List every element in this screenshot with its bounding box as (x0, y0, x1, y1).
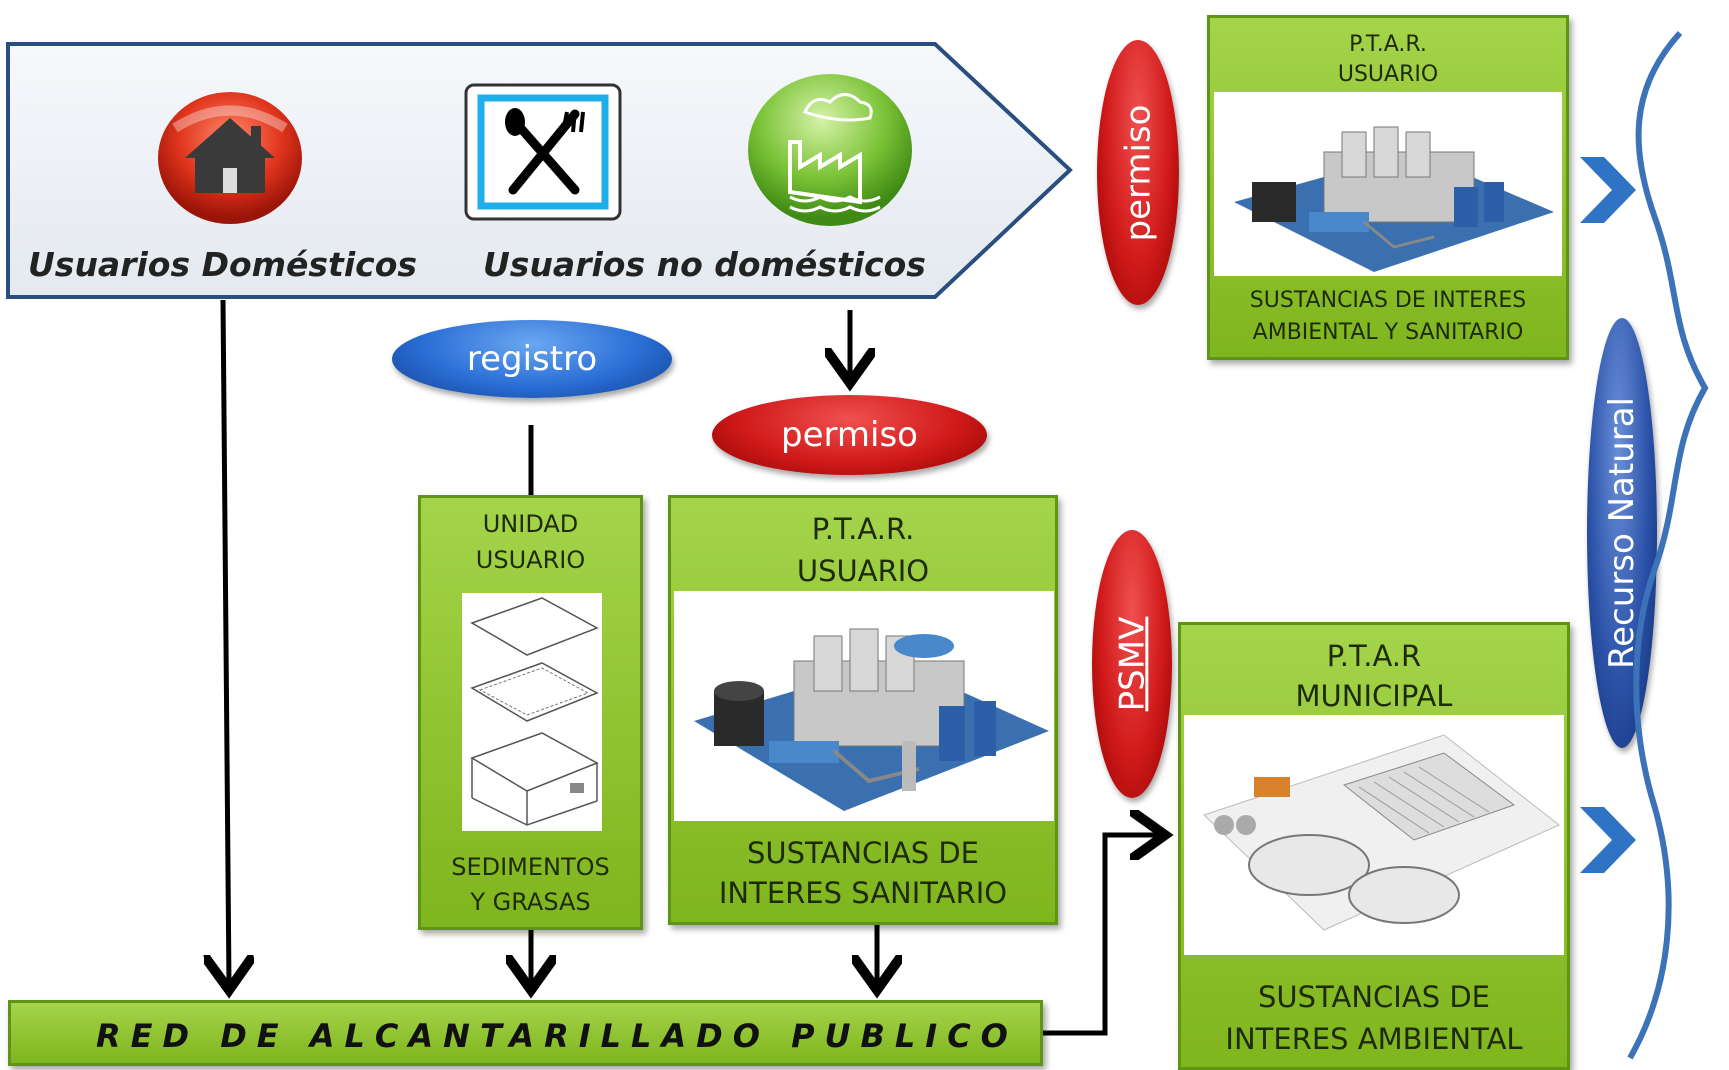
ptar-municipal-footer-1: SUSTANCIAS DE (1258, 980, 1490, 1014)
ptar-top-subtitle: USUARIO (1337, 62, 1439, 87)
curly-brace (1627, 30, 1709, 1060)
ptar-usuario-mid-box: P.T.A.R. USUARIO SUSTANCIAS DE INTERES S… (668, 495, 1058, 925)
ptar-top-footer-2: AMBIENTAL Y SANITARIO (1252, 320, 1524, 345)
ptar-mid-title: P.T.A.R. (811, 512, 915, 546)
registro-label: registro (466, 339, 598, 379)
ptar-mid-subtitle: USUARIO (796, 554, 930, 588)
factory-icon (745, 72, 915, 227)
psmv-label: PSMV (1112, 616, 1152, 712)
ptar-municipal-title: P.T.A.R (1326, 639, 1422, 673)
ptar-mid-footer-2: INTERES SANITARIO (718, 876, 1008, 910)
psmv-pill: PSMV (1092, 530, 1172, 798)
ptar-municipal-subtitle: MUNICIPAL (1295, 679, 1453, 713)
ptar-top-title: P.T.A.R. (1349, 32, 1427, 57)
house-icon (155, 88, 305, 228)
non-domestic-users-label: Usuarios no domésticos (483, 245, 926, 284)
registro-pill: registro (392, 320, 672, 398)
unidad-title-1: UNIDAD (482, 510, 579, 538)
restaurant-icon (463, 82, 623, 222)
grease-trap-image (462, 593, 602, 831)
unidad-footer-2: Y GRASAS (470, 888, 591, 916)
chevron-right-icon-bottom (1580, 807, 1636, 873)
permiso-mid-label: permiso (781, 415, 918, 455)
unidad-usuario-box: UNIDAD USUARIO SEDIMENTOS Y GRASAS (418, 495, 643, 930)
permiso-mid-pill: permiso (712, 395, 987, 475)
ptar-municipal-footer-2: INTERES AMBIENTAL (1225, 1022, 1523, 1056)
domestic-users-label: Usuarios Domésticos (28, 245, 418, 284)
permiso-top-pill: permiso (1097, 40, 1179, 305)
ptar-mid-plant-image (674, 591, 1054, 821)
red-alcantarillado-label: RED DE ALCANTARILLADO PUBLICO (96, 1017, 1018, 1055)
unidad-footer-1: SEDIMENTOS (451, 853, 610, 881)
municipal-plant-image (1184, 715, 1564, 955)
ptar-municipal-box: P.T.A.R MUNICIPAL SUSTANCIAS DE INTERES … (1178, 622, 1570, 1070)
recurso-natural-pill: Recurso Natural (1587, 318, 1657, 748)
ptar-usuario-top-box: P.T.A.R. USUARIO SUSTANCIAS DE INTERES A… (1207, 15, 1569, 360)
red-alcantarillado-bar: RED DE ALCANTARILLADO PUBLICO (8, 1000, 1043, 1066)
ptar-top-plant-image (1214, 92, 1562, 276)
permiso-top-label: permiso (1118, 104, 1158, 241)
ptar-top-footer-1: SUSTANCIAS DE INTERES (1249, 288, 1527, 313)
chevron-right-icon-top (1580, 157, 1636, 223)
unidad-title-2: USUARIO (475, 546, 586, 574)
ptar-mid-footer-1: SUSTANCIAS DE (747, 836, 979, 870)
